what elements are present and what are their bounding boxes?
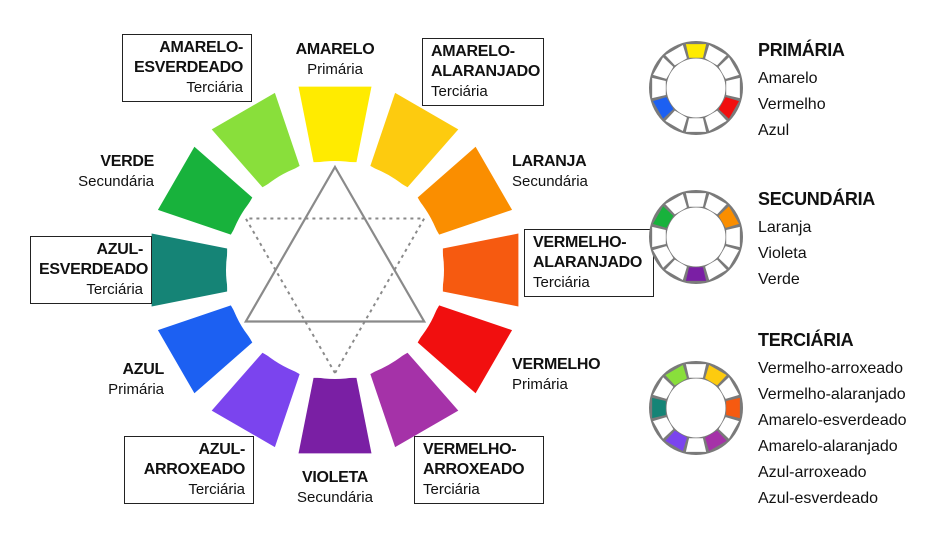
mini-segment-verde xyxy=(652,206,674,228)
label-azul: AZUL Primária xyxy=(108,361,164,398)
segment-amarelo-alaranjado xyxy=(370,92,459,188)
mini-segment-vermelho-arroxeado xyxy=(705,110,727,132)
label-violeta: VIOLETA Secundária xyxy=(297,469,373,506)
label-amarelo-esverdeado: AMARELO- ESVERDEADO Terciária xyxy=(122,34,252,102)
mini-wheel-center xyxy=(666,378,726,438)
mini-segment-amarelo xyxy=(685,364,707,378)
mini-segment-amarelo xyxy=(685,44,707,58)
mini-segment-azul-arroxeado xyxy=(665,430,687,452)
mini-segment-laranja xyxy=(718,206,740,228)
label-azul-esverdeado: AZUL- ESVERDEADO Terciária xyxy=(30,236,152,304)
mini-segment-azul xyxy=(652,97,674,119)
mini-segment-violeta xyxy=(685,438,707,452)
mini-segment-azul-esverdeado xyxy=(652,397,666,419)
mini-segment-amarelo-esverdeado xyxy=(665,193,687,215)
legend-item: Amarelo-esverdeado xyxy=(758,412,907,429)
wheel-center xyxy=(226,161,444,379)
mini-segment-laranja xyxy=(718,57,740,79)
mini-segment-vermelho-alaranjado xyxy=(726,77,740,99)
label-azul-arroxeado: AZUL- ARROXEADO Terciária xyxy=(124,436,254,504)
mini-segment-azul-arroxeado xyxy=(665,110,687,132)
mini-segment-vermelho-arroxeado xyxy=(705,259,727,281)
mini-segment-vermelho xyxy=(718,97,740,119)
label-vermelho: VERMELHO Primária xyxy=(512,356,601,393)
mini-segment-vermelho xyxy=(718,246,740,268)
mini-wheel-terciaria xyxy=(649,361,743,455)
mini-segment-azul-esverdeado xyxy=(652,77,666,99)
segment-verde xyxy=(157,146,253,235)
segment-amarelo-esverdeado xyxy=(211,92,300,188)
legend-item: Laranja xyxy=(758,219,812,236)
label-laranja: LARANJA Secundária xyxy=(512,153,588,190)
segment-azul-esverdeado xyxy=(151,233,228,307)
mini-segment-violeta xyxy=(685,267,707,281)
mini-segment-verde xyxy=(652,57,674,79)
mini-wheel-center xyxy=(666,58,726,118)
mini-wheel-secundaria xyxy=(649,190,743,284)
segment-vermelho xyxy=(417,305,513,394)
label-vermelho-alaranjado: VERMELHO- ALARANJADO Terciária xyxy=(524,229,654,297)
legend-item: Vermelho-alaranjado xyxy=(758,386,906,403)
mini-segment-vermelho-arroxeado xyxy=(705,430,727,452)
mini-segment-azul-esverdeado xyxy=(652,226,666,248)
legend-item: Vermelho xyxy=(758,96,826,113)
legend-item: Verde xyxy=(758,271,800,288)
segment-azul xyxy=(157,305,253,394)
mini-segment-amarelo-alaranjado xyxy=(705,193,727,215)
secondary-triangle xyxy=(244,217,426,375)
mini-segment-vermelho-alaranjado xyxy=(726,397,740,419)
mini-segment-vermelho xyxy=(718,417,740,439)
legend-secundaria: SECUNDÁRIA Laranja Violeta Verde xyxy=(648,189,928,309)
mini-segment-azul xyxy=(652,417,674,439)
legend-item: Vermelho-arroxeado xyxy=(758,360,903,377)
segment-vermelho-alaranjado xyxy=(442,233,519,307)
mini-segment-amarelo-esverdeado xyxy=(665,44,687,66)
legend-item: Amarelo-alaranjado xyxy=(758,438,898,455)
mini-segment-verde xyxy=(652,377,674,399)
segment-violeta xyxy=(298,377,372,454)
label-amarelo-alaranjado: AMARELO- ALARANJADO Terciária xyxy=(422,38,544,106)
legend-primaria: PRIMÁRIA Amarelo Vermelho Azul xyxy=(648,40,928,160)
legend-title: TERCIÁRIA xyxy=(758,330,854,350)
segment-azul-arroxeado xyxy=(211,352,300,448)
mini-segment-azul-arroxeado xyxy=(665,259,687,281)
legend-item: Azul-esverdeado xyxy=(758,490,879,507)
mini-segment-amarelo xyxy=(685,193,707,207)
legend-title: SECUNDÁRIA xyxy=(758,189,876,209)
mini-segment-amarelo-esverdeado xyxy=(665,364,687,386)
mini-segment-amarelo-alaranjado xyxy=(705,44,727,66)
mini-segment-laranja xyxy=(718,377,740,399)
segment-vermelho-arroxeado xyxy=(370,352,459,448)
mini-wheel-center xyxy=(666,207,726,267)
legend-item: Amarelo xyxy=(758,70,818,87)
legend-item: Azul-arroxeado xyxy=(758,464,867,481)
mini-segment-azul xyxy=(652,246,674,268)
mini-segment-violeta xyxy=(685,118,707,132)
mini-wheel-primaria xyxy=(649,41,743,135)
mini-segment-vermelho-alaranjado xyxy=(726,226,740,248)
label-verde: VERDE Secundária xyxy=(78,153,154,190)
legend-title: PRIMÁRIA xyxy=(758,40,845,60)
segment-amarelo xyxy=(298,86,372,163)
segment-laranja xyxy=(417,146,513,235)
label-amarelo: AMARELO Primária xyxy=(295,41,375,78)
legend-item: Violeta xyxy=(758,245,807,262)
label-vermelho-arroxeado: VERMELHO- ARROXEADO Terciária xyxy=(414,436,544,504)
legend-item: Azul xyxy=(758,122,790,139)
primary-triangle xyxy=(243,164,427,323)
legend-terciaria: TERCIÁRIA Vermelho-arroxeado Vermelho-al… xyxy=(648,330,928,530)
mini-segment-amarelo-alaranjado xyxy=(705,364,727,386)
